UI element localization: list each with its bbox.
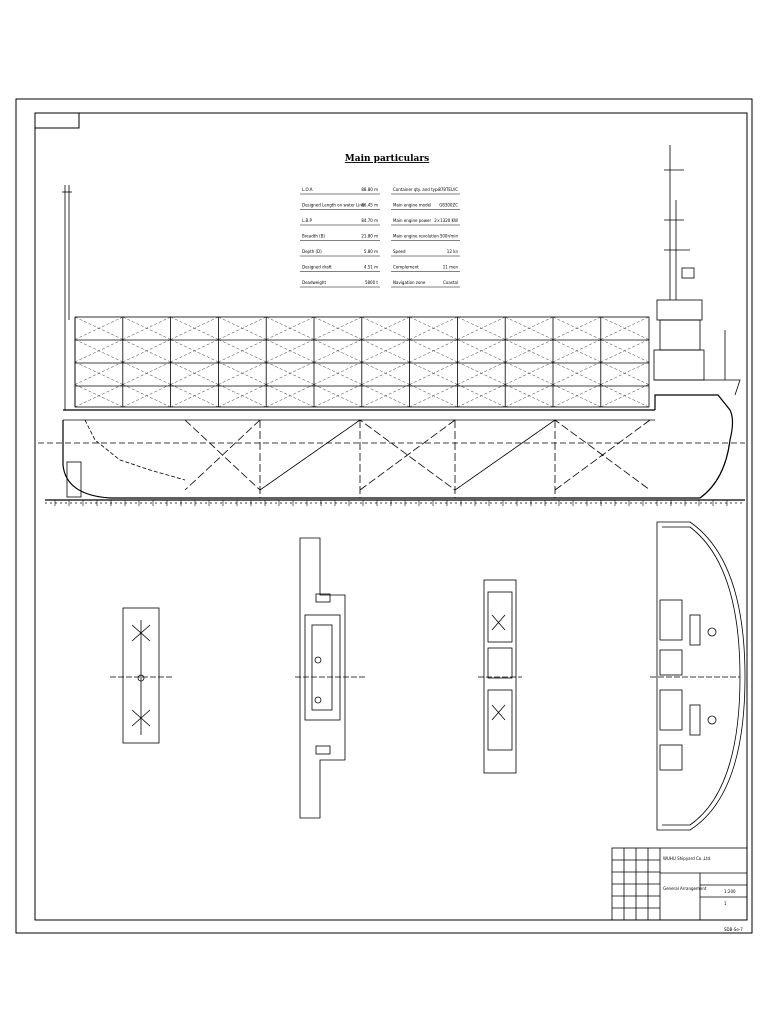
particular-value: 2×1320 KW xyxy=(434,218,458,223)
particular-value: 88.80 m xyxy=(361,187,378,192)
particular-value: 5.80 m xyxy=(364,249,378,254)
drawing-scale: 1:200 xyxy=(724,889,736,894)
main-particulars: Main particulars L.O.A 88.80 m Designed Le… xyxy=(300,154,460,288)
particular-value: 21.80 m xyxy=(361,234,378,239)
plan-view-compass-deck xyxy=(295,537,365,819)
particular-label: Container qty. and type xyxy=(393,187,441,192)
title-block xyxy=(611,847,748,921)
particular-value: 500r/min xyxy=(440,234,459,239)
particular-value: 86.45 m xyxy=(361,203,378,208)
particular-label: Breadth (B) xyxy=(302,234,325,239)
particular-value: 4.51 m xyxy=(364,265,378,270)
plan-view-bridge-deck xyxy=(478,579,522,774)
particular-label: Designed Length on water Line xyxy=(302,203,365,208)
particular-label: Speed xyxy=(393,249,406,254)
drawing-title: General Arrangement xyxy=(663,886,707,891)
particular-label: Depth (D) xyxy=(302,249,322,254)
particular-label: Main engine power xyxy=(393,218,431,223)
particular-value: 11 men xyxy=(443,265,459,270)
footer-note: SDB-Se-7 xyxy=(724,927,743,932)
particular-label: Main engine revolution xyxy=(393,234,439,239)
particular-value: 84.70 m xyxy=(361,218,378,223)
side-profile xyxy=(38,145,745,504)
inner-border xyxy=(34,112,748,921)
particular-value: G8300ZC xyxy=(439,203,458,208)
outer-border xyxy=(15,98,753,934)
shipyard-name: WUHU Shipyard Co.,Ltd. xyxy=(663,856,711,861)
particular-label: Navigation zone xyxy=(393,280,426,285)
hold-bracing xyxy=(184,419,651,491)
hull-outline xyxy=(62,394,734,499)
particular-label: L.O.A xyxy=(302,187,313,192)
particular-value: 5800 t xyxy=(365,280,378,285)
particular-value: 12 kn xyxy=(447,249,459,254)
corner-tag xyxy=(34,112,80,129)
sheet-number: 1 xyxy=(724,901,727,906)
wheelhouse xyxy=(656,299,703,321)
frame-ticks xyxy=(54,500,728,506)
engine-room xyxy=(66,461,82,498)
particular-value: 378TEU/C xyxy=(438,187,458,192)
particulars-title: Main particulars xyxy=(345,154,429,164)
particular-label: Main engine model xyxy=(393,203,431,208)
particular-value: Coastal xyxy=(443,280,458,285)
plan-view-bridge-top xyxy=(110,607,172,744)
particular-label: Designed draft xyxy=(302,265,332,270)
particular-label: L.B.P xyxy=(302,218,313,223)
plan-view-main-deck xyxy=(650,521,746,831)
particular-label: Complement xyxy=(393,265,419,270)
particular-label: Deadweight xyxy=(302,280,326,285)
